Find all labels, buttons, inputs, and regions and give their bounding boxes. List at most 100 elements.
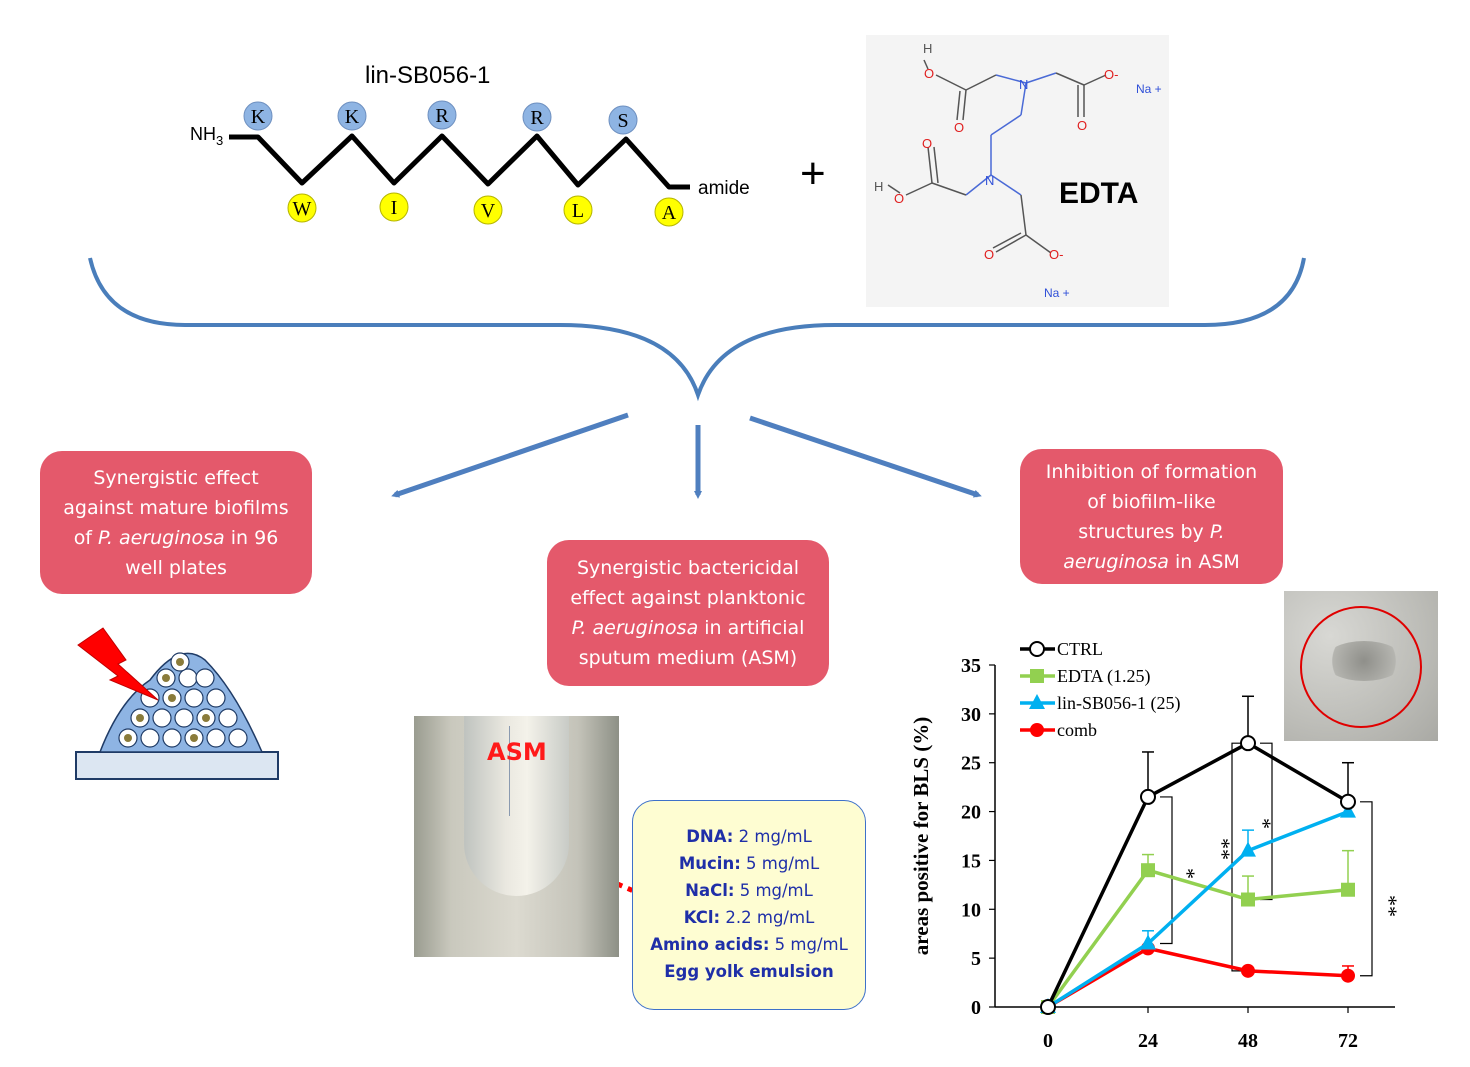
- residue-r-top: [427, 100, 457, 130]
- biofilm-illustration: [75, 627, 279, 780]
- composition-item: Mucin: 5 mg/mL: [633, 850, 865, 877]
- composition-item: DNA: 2 mg/mL: [633, 823, 865, 850]
- series-line: [1046, 868, 1349, 1009]
- significance-mark: *: [1175, 868, 1200, 879]
- composition-value: 5 mg/mL: [734, 881, 813, 900]
- residue-label: W: [293, 198, 312, 220]
- y-tick-label: 20: [961, 802, 981, 824]
- arrow-right: [749, 415, 982, 498]
- data-point: [1140, 788, 1156, 805]
- residue-k-top: [243, 101, 273, 131]
- svg-text:Na +: Na +: [1136, 82, 1162, 96]
- y-tick-label: 5: [971, 948, 981, 970]
- svg-text:O: O: [954, 120, 964, 135]
- lightning-icon: [77, 627, 159, 701]
- residue-label: R: [530, 107, 544, 129]
- legend-marker: [1029, 694, 1045, 709]
- svg-text:H: H: [923, 41, 932, 56]
- legend-label: lin-SB056-1 (25): [1057, 693, 1181, 714]
- x-tick-label: 24: [1138, 1030, 1158, 1052]
- y-tick-label: 25: [961, 753, 981, 775]
- composition-name: Amino acids:: [650, 935, 770, 954]
- residue-l-bottom: [563, 195, 593, 225]
- svg-text:O-: O-: [1104, 67, 1118, 82]
- composition-name: Egg yolk emulsion: [664, 962, 834, 981]
- cell-damage: [124, 734, 132, 742]
- data-point: [1341, 968, 1355, 983]
- residue-label: L: [572, 200, 584, 222]
- residue-v-bottom: [473, 195, 503, 225]
- bacterium-cell: [218, 708, 238, 728]
- nterm-label: NH3: [190, 124, 223, 148]
- residue-label: I: [391, 197, 398, 219]
- series-line: [1046, 741, 1349, 1008]
- cell-damage: [190, 734, 198, 742]
- box-biofilm-effect: Synergistic effect against mature biofil…: [40, 451, 312, 594]
- asm-tube-photo: ASM: [414, 716, 619, 957]
- bacterium-cell: [178, 668, 198, 688]
- data-point: [1241, 892, 1255, 907]
- bacterium-cell: [195, 668, 215, 688]
- legend-label: comb: [1057, 720, 1097, 740]
- composition-item: NaCl: 5 mg/mL: [633, 877, 865, 904]
- residue-k-top: [337, 101, 367, 131]
- data-point: [1340, 793, 1356, 810]
- legend-marker: [1029, 641, 1045, 657]
- composition-value: 2 mg/mL: [733, 827, 812, 846]
- x-tick-label: 72: [1338, 1030, 1358, 1052]
- data-point: [1341, 882, 1355, 897]
- composition-value: 5 mg/mL: [769, 935, 848, 954]
- peptide-title: lin-SB056-1: [365, 62, 490, 89]
- residue-label: K: [251, 106, 266, 128]
- svg-text:H: H: [874, 179, 883, 194]
- significance-bracket: [1260, 742, 1273, 901]
- data-point: [1141, 863, 1155, 878]
- data-point: [1240, 841, 1256, 857]
- edta-label: EDTA: [1059, 177, 1138, 210]
- bacterium-cell: [206, 688, 226, 708]
- y-axis-label: areas positive for BLS (%): [909, 717, 933, 955]
- cell-damage: [168, 694, 176, 702]
- cterm-label: amide: [698, 178, 750, 199]
- bacterium-cell: [162, 728, 182, 748]
- tube-scale: [509, 726, 550, 816]
- data-point: [1241, 963, 1255, 978]
- data-point: [1140, 934, 1156, 950]
- residue-w-bottom: [287, 193, 317, 223]
- red-circle: [1300, 606, 1422, 728]
- y-tick-label: 0: [971, 997, 981, 1019]
- y-tick-label: 10: [961, 899, 981, 921]
- plus-sign: +: [800, 149, 826, 198]
- residue-label: R: [435, 105, 449, 127]
- svg-text:O: O: [922, 136, 932, 151]
- composition-name: Mucin:: [678, 854, 741, 873]
- x-tick-label: 48: [1238, 1030, 1258, 1052]
- legend-marker: [1030, 723, 1044, 737]
- x-tick-label: 0: [1043, 1030, 1053, 1052]
- data-point: [1040, 999, 1056, 1015]
- composition-item: KCl: 2.2 mg/mL: [633, 904, 865, 931]
- cell-damage: [136, 714, 144, 722]
- svg-text:N: N: [1019, 77, 1028, 92]
- residue-s-top: [608, 105, 638, 135]
- svg-text:O: O: [1077, 118, 1087, 133]
- bacterium-cell: [140, 728, 160, 748]
- edta-molecule: H O O N O- O Na + O N H O O O- Na + EDTA: [874, 41, 1162, 300]
- bacterium-cell: [174, 708, 194, 728]
- composition-name: DNA:: [686, 827, 734, 846]
- residue-label: S: [617, 110, 628, 132]
- svg-text:N: N: [985, 173, 994, 188]
- composition-name: KCl:: [683, 908, 721, 927]
- edta-structure-panel: H O O N O- O Na + O N H O O O- Na + EDTA: [866, 35, 1169, 307]
- bacterium-cell: [184, 688, 204, 708]
- y-tick-label: 35: [961, 655, 981, 677]
- composition-value: 5 mg/mL: [740, 854, 820, 873]
- legend-label: CTRL: [1057, 639, 1103, 659]
- significance-bracket: [1160, 796, 1173, 945]
- residue-label: V: [481, 200, 496, 222]
- composition-name: NaCl:: [685, 881, 735, 900]
